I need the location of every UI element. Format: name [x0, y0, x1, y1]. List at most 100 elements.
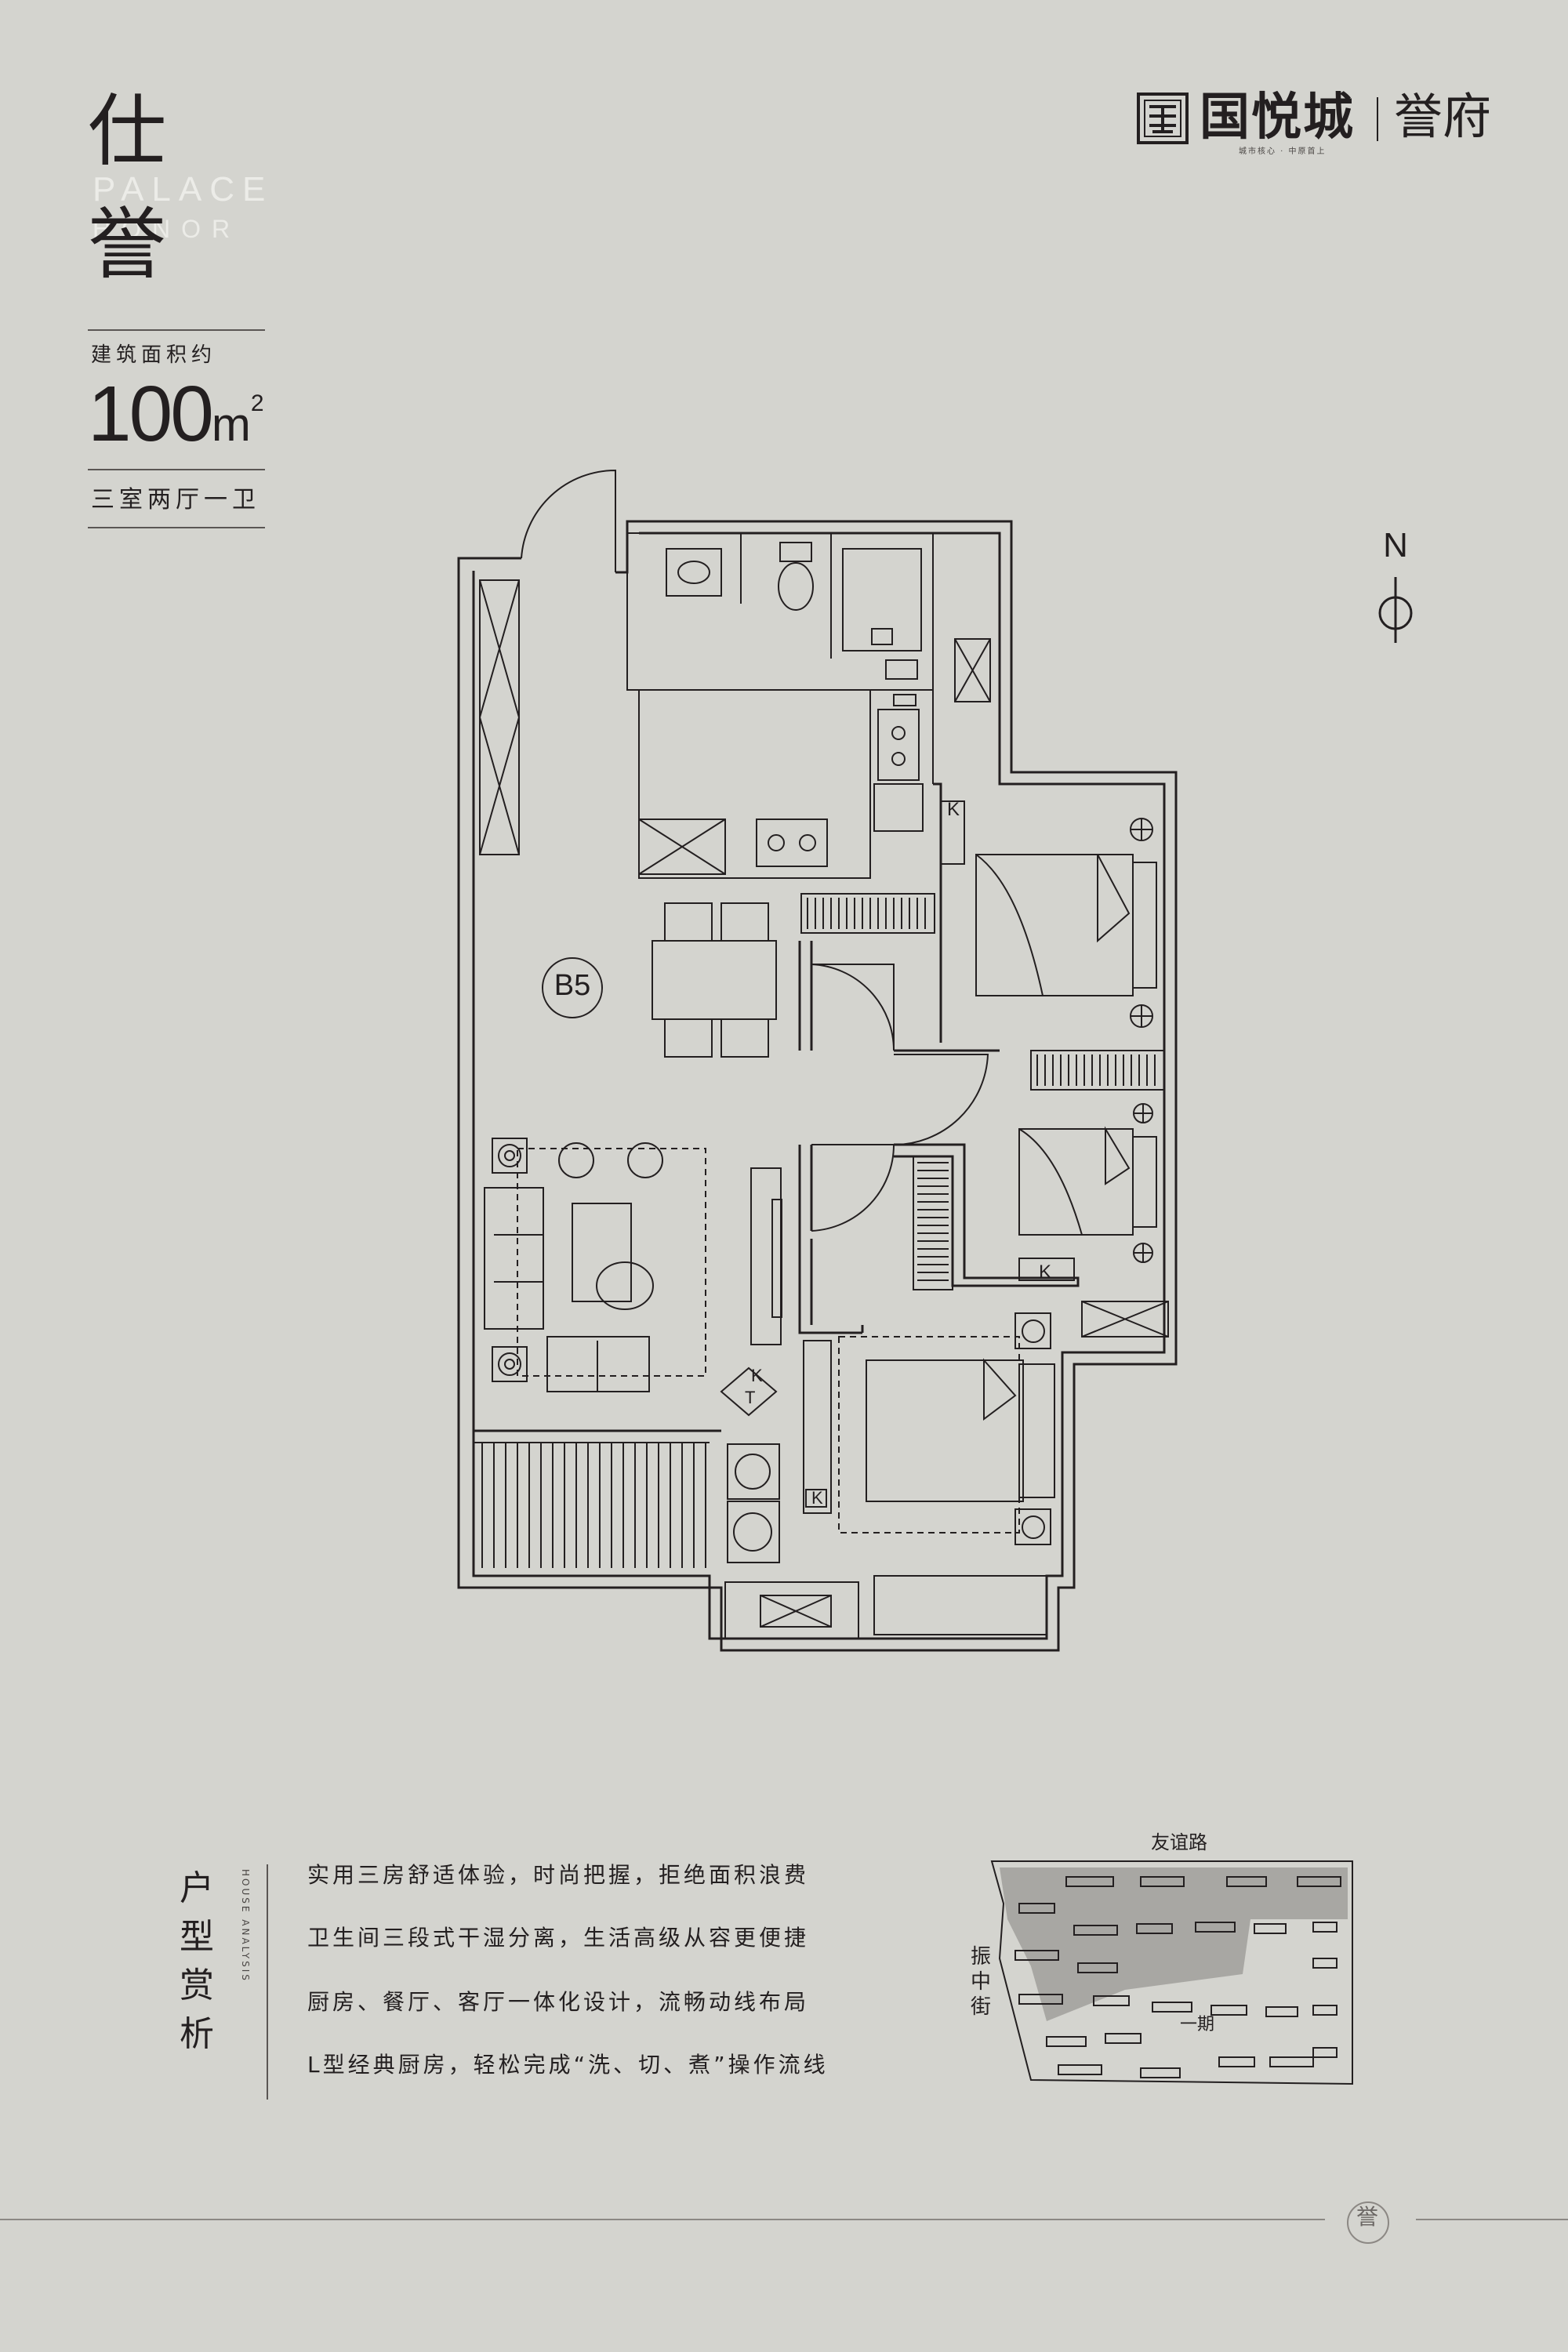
- annotation-k: K: [751, 1366, 763, 1385]
- ac-unit: [940, 800, 965, 865]
- east-window-lower: [1081, 1301, 1169, 1338]
- door-bedroom-2: [811, 964, 895, 1051]
- wardrobe-bedroom-3: [913, 1156, 953, 1290]
- gas-stove: [756, 818, 828, 867]
- round-ottoman: [596, 1261, 654, 1310]
- entrance-door: [521, 469, 616, 572]
- toilet-bowl: [778, 562, 814, 611]
- north-compass: N: [1378, 526, 1413, 643]
- armchair: [627, 1142, 663, 1178]
- chair: [720, 1018, 769, 1058]
- footer-rule: [0, 2219, 1325, 2220]
- annotation-k: K: [947, 799, 960, 820]
- feature-item: L型经典厨房，轻松完成“洗、切、煮”操作流线: [307, 2052, 829, 2078]
- chair: [720, 902, 769, 942]
- footer-emblem: [1347, 2201, 1389, 2244]
- toilet-tank: [779, 542, 812, 562]
- analysis-subtitle: HOUSE ANALYSIS: [240, 1869, 251, 1983]
- kitchen: [638, 689, 934, 879]
- wardrobe-bedroom-2: [800, 893, 935, 934]
- balcony: [474, 1429, 780, 1568]
- fridge: [873, 783, 924, 832]
- washbasin-bowl: [677, 561, 710, 584]
- armchair: [558, 1142, 594, 1178]
- bed-cover: [1018, 1126, 1131, 1236]
- bed-cover: [975, 854, 1131, 996]
- area-value: 100: [88, 370, 214, 458]
- site-buildings: [1014, 1876, 1341, 2078]
- analysis-divider: [267, 1864, 268, 2100]
- door-bedroom-3: [811, 1144, 895, 1232]
- washing-machine: [727, 1501, 780, 1563]
- analysis-title-char: 赏: [180, 1965, 214, 2005]
- footer-emblem-char: 誉: [1356, 2204, 1378, 2230]
- bedroom-1: [1018, 1103, 1157, 1281]
- phase-label: 一期: [1180, 2015, 1215, 2034]
- kitchen-cabinet: [638, 818, 726, 875]
- washbasin-balcony: [727, 1443, 780, 1500]
- bed: [866, 1359, 1024, 1502]
- watermark-line-2: HONOR: [93, 215, 241, 243]
- west-window: [479, 579, 520, 855]
- area-value-row: 100m2: [88, 375, 264, 453]
- divider: [88, 469, 265, 470]
- feature-item: 卫生间三段式干湿分离，生活高级从容更便捷: [307, 1925, 810, 1951]
- title-char-2: 誉: [88, 198, 166, 290]
- area-unit: m: [211, 398, 251, 451]
- area-unit-superscript: 2: [250, 390, 264, 416]
- coffee-table: [572, 1203, 632, 1302]
- rug: [517, 1148, 706, 1377]
- south-window-left: [724, 1581, 859, 1639]
- floor-plan: K K K K T: [457, 469, 1178, 1652]
- tv-cabinet: [750, 1167, 782, 1345]
- site-phase-area: [1000, 1867, 1348, 2021]
- annotation-k: K: [811, 1488, 823, 1508]
- analysis-title: 户 型 赏 析: [176, 1864, 218, 2059]
- analysis-title-char: 户: [180, 1868, 214, 1908]
- tv: [771, 1199, 782, 1318]
- sofa: [484, 1187, 544, 1330]
- site-map: [990, 1860, 1353, 2085]
- headboard: [1018, 1363, 1055, 1498]
- ac-unit: [720, 1367, 778, 1417]
- site-boundary: [990, 1860, 1353, 2085]
- living-room: [484, 1138, 782, 1417]
- area-label: 建筑面积约: [91, 343, 217, 367]
- ac-unit: [1018, 1258, 1075, 1281]
- footer-rule: [1416, 2219, 1568, 2220]
- annotation-t: T: [745, 1388, 755, 1407]
- unit-tag: B5: [554, 969, 591, 1002]
- watermark-line-1: PALACE: [93, 170, 274, 209]
- brand-separator: [1377, 97, 1378, 141]
- bedroom-2: [940, 800, 1157, 1028]
- feature-item: 厨房、餐厅、客厅一体化设计，流畅动线布局: [307, 1989, 810, 2015]
- chair: [664, 902, 713, 942]
- shower-tray: [842, 548, 922, 652]
- bathroom: [626, 532, 934, 691]
- headboard: [1132, 1136, 1157, 1228]
- title-char-1: 仕: [88, 85, 166, 177]
- feature-item: 实用三房舒适体验，时尚把握，拒绝面积浪费: [307, 1862, 810, 1888]
- analysis-title-char: 型: [180, 1917, 214, 1957]
- wardrobe-bedroom-1: [1030, 1050, 1165, 1091]
- kitchen-sink: [877, 709, 920, 781]
- road-west-label: 振中街: [970, 1945, 991, 2019]
- compass-north-label: N: [1383, 526, 1408, 564]
- east-window-bath: [954, 638, 991, 702]
- interior-walls: [798, 782, 1080, 1334]
- washbasin: [666, 548, 722, 597]
- analysis-title-char: 析: [180, 2014, 214, 2054]
- bath-cabinet: [885, 659, 918, 680]
- brand-logo-seal: [1137, 93, 1189, 144]
- outer-walls: [457, 520, 1178, 1652]
- brand-project: 誉府: [1394, 88, 1492, 145]
- ac-unit: [805, 1489, 827, 1508]
- divider: [88, 527, 265, 528]
- door-bedroom-1: [893, 1054, 989, 1146]
- road-north-label: 友谊路: [1151, 1831, 1207, 1853]
- layout-type: 三室两厅一卫: [91, 486, 260, 514]
- brand-name: 国悦城: [1200, 88, 1355, 147]
- brand-slogan: 城市核心 · 中原首上: [1239, 147, 1327, 156]
- divider: [88, 329, 265, 331]
- unit-tag-circle: [542, 957, 603, 1018]
